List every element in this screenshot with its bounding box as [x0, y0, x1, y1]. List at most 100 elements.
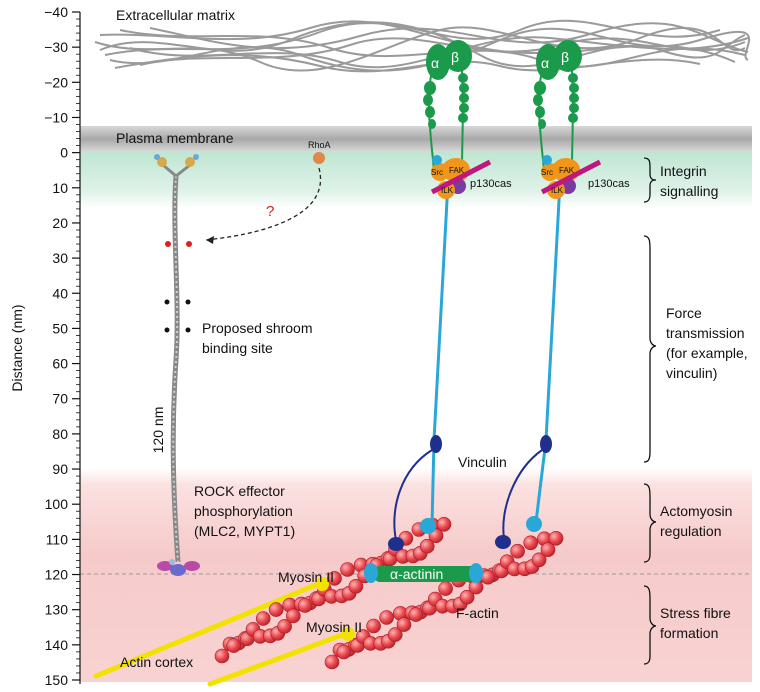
label-extracellular-matrix: Extracellular matrix — [116, 7, 235, 23]
actin-monomer — [396, 617, 412, 632]
actin-monomer — [226, 638, 241, 653]
question-mark: ? — [266, 203, 274, 220]
actin-monomer — [438, 581, 453, 596]
ilk-label: ILK — [441, 186, 454, 195]
red-binding-dot-right — [186, 241, 192, 247]
label-rock-line2: phosphorylation — [194, 503, 293, 519]
brace-actomyosin-regulation — [643, 483, 657, 563]
region-force-line3: (for example, — [666, 345, 748, 361]
actin-monomer — [255, 611, 271, 626]
integrin-alpha-label: α — [431, 55, 439, 71]
brace-stress-fibre-formation — [643, 585, 657, 665]
y-axis-ticks: −40−30−20−100102030405060708090100110120… — [44, 4, 80, 688]
y-axis: −40−30−20−100102030405060708090100110120… — [9, 4, 81, 688]
integrin-beta-label: β — [451, 49, 459, 65]
actin-monomer — [523, 535, 539, 551]
extracellular-matrix-fibres — [94, 19, 751, 73]
actin-monomer — [408, 607, 424, 622]
actin-monomer — [214, 648, 230, 664]
label-rhoa: RhoA — [308, 140, 331, 150]
actin-monomer — [540, 542, 556, 558]
black-dot — [164, 327, 170, 333]
y-tick-label: 20 — [52, 215, 68, 231]
y-tick-label: −10 — [44, 109, 68, 125]
rock-molecule — [154, 154, 200, 576]
actin-monomer — [285, 608, 301, 624]
label-actin-cortex: Actin cortex — [120, 654, 193, 670]
integrin-alpha-label: α — [541, 55, 549, 71]
actin-monomer — [336, 644, 352, 660]
ilk-label: ILK — [551, 186, 564, 195]
y-tick-label: 40 — [52, 285, 68, 301]
actin-monomer — [419, 538, 435, 554]
plasma-membrane-band — [80, 126, 752, 152]
actin-monomer — [387, 627, 403, 642]
p130cas-label: p130cas — [588, 178, 630, 190]
y-tick-label: 10 — [52, 180, 68, 196]
y-tick-label: 90 — [52, 461, 68, 477]
actin-monomer — [268, 602, 284, 617]
brace-force-transmission — [643, 235, 657, 463]
integrin-beta-label: β — [561, 49, 569, 65]
src-label: Src — [431, 168, 443, 177]
region-stress-line1: Stress fibre — [660, 605, 731, 621]
black-dot — [185, 299, 191, 305]
myosin-head-bottom — [341, 627, 355, 641]
p130cas-label: p130cas — [470, 178, 512, 190]
actin-monomer — [531, 552, 547, 568]
region-force-line4: vinculin) — [666, 365, 717, 381]
y-tick-label: 0 — [60, 145, 68, 161]
alpha-actinin-head-right — [469, 563, 483, 583]
actin-monomer — [324, 654, 340, 670]
actin-monomer — [366, 618, 381, 634]
rhoa-molecule — [313, 152, 325, 164]
rock-kinase-head — [157, 559, 200, 576]
label-shroom-line1: Proposed shroom — [202, 320, 313, 336]
y-tick-label: 100 — [45, 496, 69, 512]
y-axis-label: Distance (nm) — [9, 304, 25, 391]
y-tick-label: 110 — [46, 531, 69, 547]
y-tick-label: 150 — [45, 672, 69, 688]
y-tick-label: −40 — [44, 4, 68, 20]
actin-monomer — [340, 562, 355, 577]
region-stress-line2: formation — [660, 625, 718, 641]
alpha-actinin-head-left — [364, 563, 378, 583]
integrin-zone-background — [80, 152, 752, 208]
label-plasma-membrane: Plasma membrane — [116, 130, 234, 146]
actin-monomer — [510, 543, 525, 559]
label-myosin-ii-top: Myosin II — [278, 569, 334, 585]
actin-monomer — [379, 610, 394, 625]
label-vinculin: Vinculin — [458, 454, 507, 470]
black-dot — [164, 299, 170, 305]
actin-monomer — [459, 589, 475, 605]
label-rock-line3: (MLC2, MYPT1) — [194, 523, 295, 539]
alpha-actinin-bar — [374, 566, 478, 582]
integrin-complex-1: α β FAK Src ILK p130cas — [388, 40, 512, 551]
label-120nm: 120 nm — [150, 407, 166, 454]
src-label: Src — [541, 168, 553, 177]
y-tick-label: 50 — [52, 320, 68, 336]
red-binding-dot-left — [165, 241, 171, 247]
integrin-complex-2: α β FAK Src ILK p130cas — [495, 40, 630, 549]
y-tick-label: 140 — [45, 637, 69, 653]
y-tick-label: 30 — [52, 250, 68, 266]
black-dot — [185, 327, 191, 333]
fak-label: FAK — [449, 166, 465, 175]
y-tick-label: 60 — [52, 356, 68, 372]
region-force-line2: transmission — [666, 325, 745, 341]
actin-monomer — [548, 530, 564, 546]
actin-monomer — [436, 516, 452, 532]
brace-integrin-signalling — [643, 157, 657, 203]
y-tick-label: 70 — [52, 391, 68, 407]
y-tick-label: 130 — [45, 602, 69, 618]
actin-monomer — [348, 578, 364, 594]
y-tick-label: −30 — [44, 39, 68, 55]
region-actomyosin-line2: regulation — [660, 523, 722, 539]
label-rock-line1: ROCK effector — [194, 483, 285, 499]
actin-monomer — [327, 571, 342, 586]
actin-monomer — [277, 619, 292, 634]
label-alpha-actinin: α-actinin — [390, 566, 443, 582]
myosin-filaments — [93, 581, 353, 687]
label-shroom-line2: binding site — [202, 340, 273, 356]
myosin-head-top — [315, 577, 329, 591]
